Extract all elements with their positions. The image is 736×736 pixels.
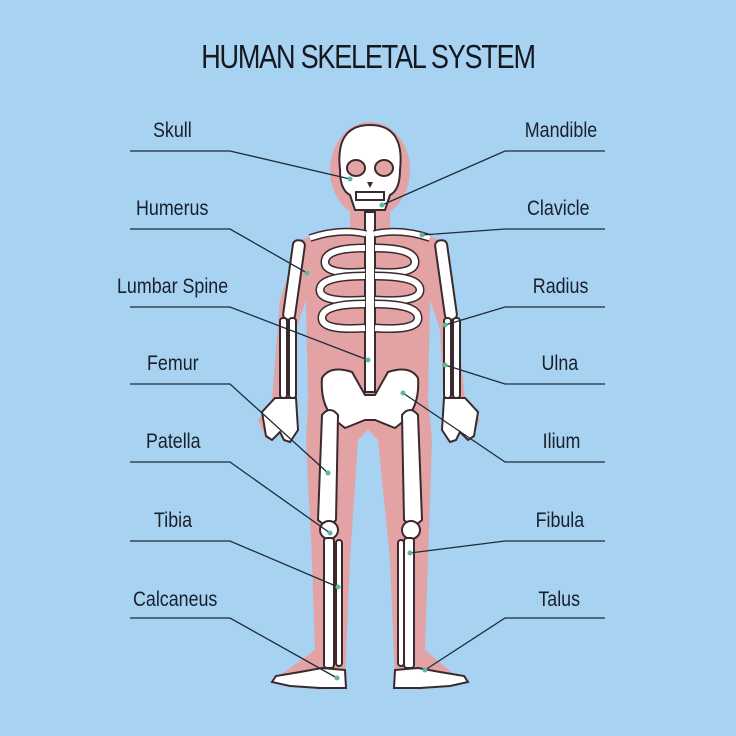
label-ulna: Ulna xyxy=(541,352,578,375)
label-fibula: Fibula xyxy=(535,509,584,532)
label-tibia: Tibia xyxy=(154,509,193,532)
label-femur: Femur xyxy=(147,352,199,375)
label-talus: Talus xyxy=(538,588,580,611)
label-ilium: Ilium xyxy=(542,430,580,453)
markers xyxy=(304,176,448,681)
label-humerus: Humerus xyxy=(136,197,209,220)
diagram-title: HUMAN SKELETAL SYSTEM xyxy=(201,38,536,75)
label-calcaneus: Calcaneus xyxy=(133,588,218,611)
leader-lines xyxy=(130,150,605,679)
skeleton-bones xyxy=(260,123,480,689)
label-patella: Patella xyxy=(146,430,201,453)
label-skull: Skull xyxy=(153,119,192,142)
label-clavicle: Clavicle xyxy=(527,197,590,220)
label-radius: Radius xyxy=(532,275,588,298)
label-mandible: Mandible xyxy=(524,119,597,142)
label-lumbar-spine: Lumbar Spine xyxy=(117,275,229,298)
